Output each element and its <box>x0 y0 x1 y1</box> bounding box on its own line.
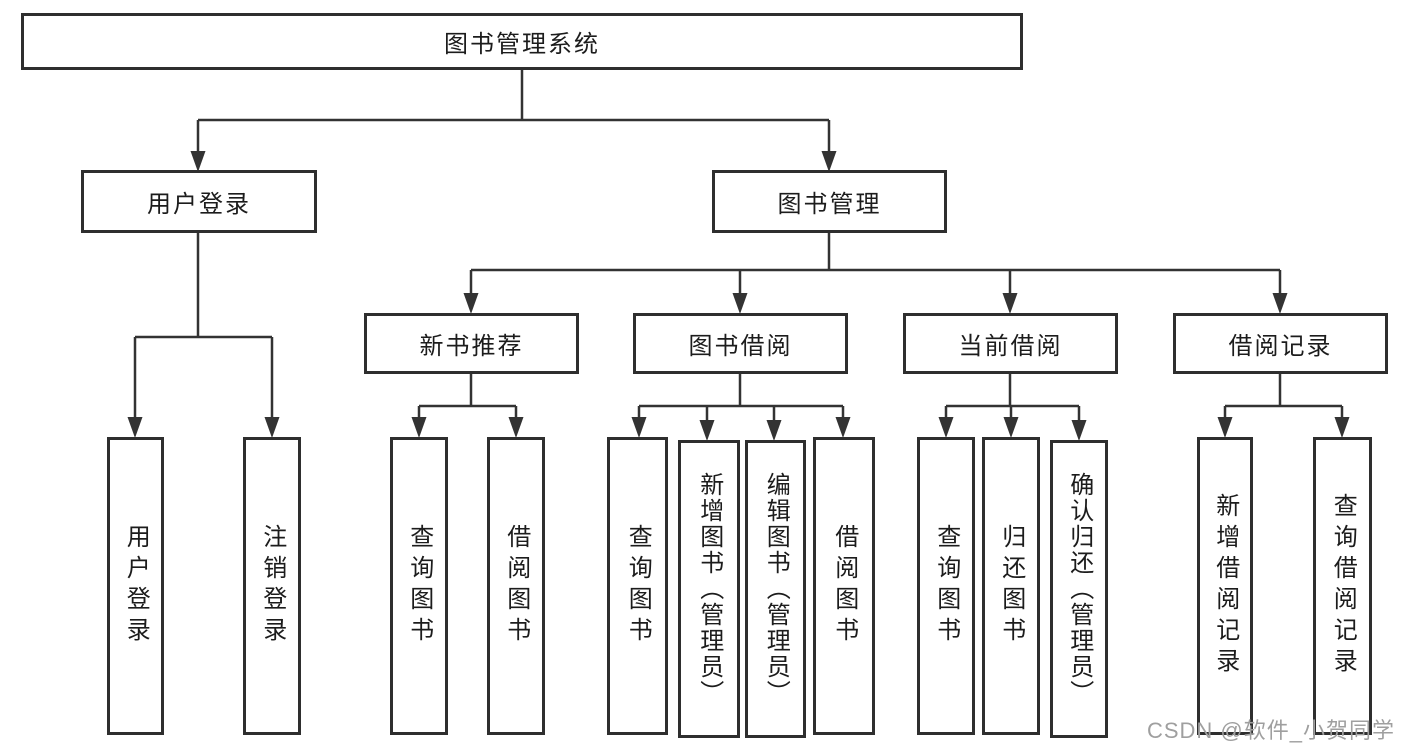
branch-root-to-level2 <box>196 70 831 152</box>
leaf-add-borrow-record: 新增借阅记录 <box>1197 437 1253 735</box>
leaf-return-books: 归还图书 <box>982 437 1040 735</box>
node-borrow-records: 借阅记录 <box>1173 313 1388 374</box>
leaf-query-borrow-record: 查询借阅记录 <box>1313 437 1372 735</box>
leaf-logout: 注销登录 <box>243 437 301 735</box>
node-label: 图书借阅 <box>688 333 793 360</box>
node-label: 新书推荐 <box>419 333 524 360</box>
node-label: 注销登录 <box>258 524 286 648</box>
node-label: 图书管理系统 <box>444 31 600 58</box>
node-label: 用户登录 <box>122 524 150 648</box>
leaf-borrow-books-1: 借阅图书 <box>487 437 545 735</box>
node-label: 确认归还（管理员） <box>1065 472 1093 706</box>
leaf-add-books-admin: 新增图书（管理员） <box>678 440 740 738</box>
node-book-borrowing: 图书借阅 <box>633 313 848 374</box>
node-label: 查询图书 <box>405 524 433 648</box>
branch-user-login-children <box>133 233 274 419</box>
branch-current-borrowing-children <box>944 374 1081 422</box>
node-label: 新增图书（管理员） <box>695 472 723 706</box>
node-label: 编辑图书（管理员） <box>762 472 790 706</box>
node-label: 借阅记录 <box>1228 333 1333 360</box>
node-label: 当前借阅 <box>958 333 1063 360</box>
leaf-edit-books-admin: 编辑图书（管理员） <box>745 440 806 738</box>
branch-new-book-recommend-children <box>417 374 518 419</box>
node-label: 图书管理 <box>777 191 882 218</box>
node-new-book-recommend: 新书推荐 <box>364 313 579 374</box>
branch-book-management-children <box>469 233 1282 295</box>
node-label: 借阅图书 <box>830 524 858 648</box>
watermark: CSDN @软件_小贺同学 <box>1146 718 1395 743</box>
node-label: 查询借阅记录 <box>1329 493 1357 679</box>
node-label: 查询图书 <box>932 524 960 648</box>
node-label: 归还图书 <box>997 524 1025 648</box>
branch-borrow-records-children <box>1223 374 1344 419</box>
node-label: 借阅图书 <box>502 524 530 648</box>
node-label: 新增借阅记录 <box>1211 493 1239 679</box>
leaf-query-books-3: 查询图书 <box>917 437 975 735</box>
leaf-confirm-return-admin: 确认归还（管理员） <box>1050 440 1108 738</box>
leaf-query-books-2: 查询图书 <box>607 437 668 735</box>
node-book-management: 图书管理 <box>712 170 947 233</box>
leaf-borrow-books-2: 借阅图书 <box>813 437 875 735</box>
node-label: 用户登录 <box>147 191 251 218</box>
leaf-user-login: 用户登录 <box>107 437 164 735</box>
leaf-query-books-1: 查询图书 <box>390 437 448 735</box>
node-user-login: 用户登录 <box>81 170 317 233</box>
node-root: 图书管理系统 <box>21 13 1023 70</box>
node-label: 查询图书 <box>624 524 652 648</box>
branch-book-borrowing-children <box>637 374 845 422</box>
node-current-borrowing: 当前借阅 <box>903 313 1118 374</box>
arrowheads <box>127 151 1350 441</box>
